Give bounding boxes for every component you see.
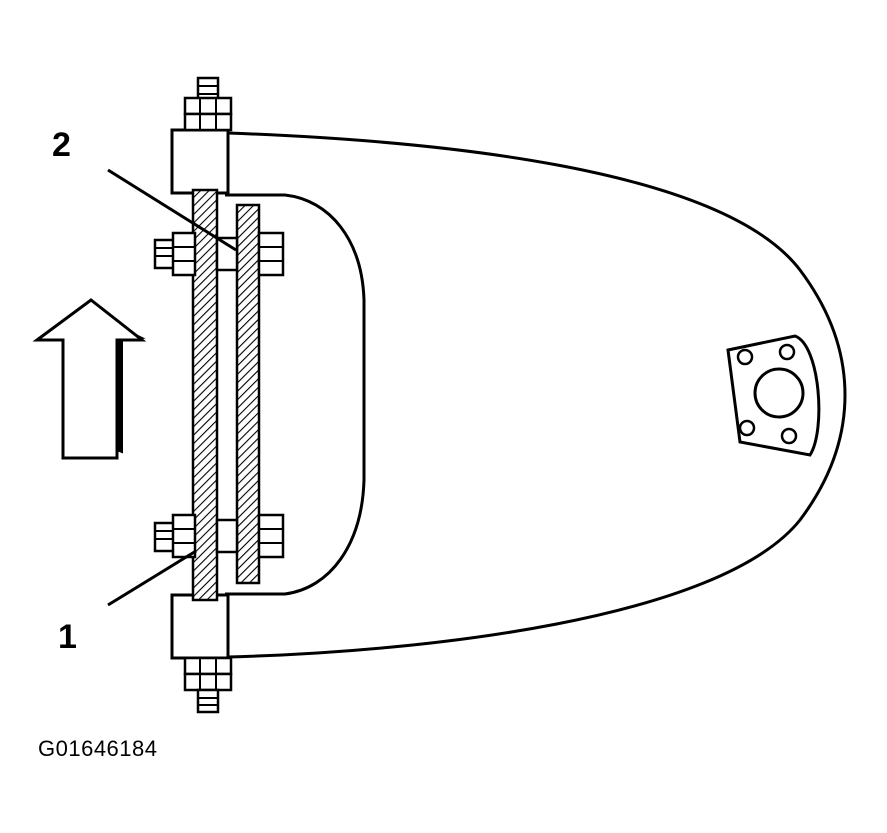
hex-nut-icon — [183, 656, 233, 714]
lower-bushing-block — [170, 593, 230, 660]
alignment-shim — [235, 203, 261, 585]
control-arm-outline — [227, 131, 847, 659]
mounting-flange-icon — [726, 334, 821, 457]
lower-mounting-bolt — [153, 513, 285, 559]
callout-2-leader — [107, 168, 237, 252]
direction-arrow-up-icon — [32, 298, 147, 460]
callout-number-2: 2 — [52, 126, 71, 164]
upper-mounting-bolt — [153, 231, 285, 277]
callout-number-1: 1 — [58, 618, 77, 656]
pivot-shaft — [191, 188, 219, 602]
hex-nut-icon — [183, 76, 233, 132]
callout-1-leader — [107, 549, 197, 607]
upper-bushing-block — [170, 128, 230, 195]
control-arm-inner-opening — [225, 193, 366, 596]
figure-id: G01646184 — [38, 736, 158, 761]
